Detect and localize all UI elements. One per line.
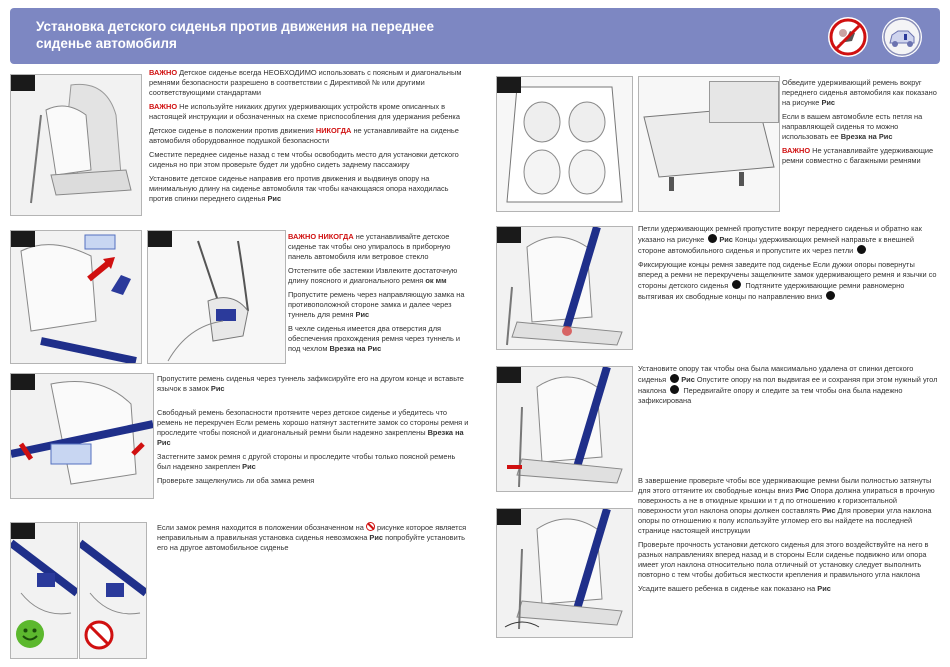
figure-ref: Врезка на Рис [329,344,382,353]
figure-step-6 [496,226,633,350]
inset-loop [709,81,779,123]
paragraph: Опора должна упираться в прочную поверхн… [638,486,935,515]
incorrect-prohibited-icon [84,620,114,650]
figure-step-8 [496,508,633,638]
step-marker-icon [708,234,718,243]
step-marker-icon [670,385,680,394]
figure-ref: Врезка на Рис [840,132,893,141]
step-marker-icon [857,245,867,254]
header-banner: Установка детского сиденья против движен… [10,8,940,64]
step-2b-tab [148,231,172,247]
step-4-text: Если замок ремня находится в положении о… [157,522,470,557]
warning-label: ВАЖНО [149,68,178,77]
title-line-1: Установка детского сиденья против движен… [36,19,434,34]
warning-label: ВАЖНО [288,232,317,241]
step-5-tab [497,77,521,93]
step-3-tab [11,374,35,390]
step-8-text: В завершение проверьте чтобы все удержив… [638,476,940,598]
figure-ref: Рис [795,486,809,495]
figure-step-5a [496,76,633,212]
paragraph: Застегните замок ремня с другой стороны … [157,452,456,471]
paragraph: Опустите опору на пол выдвигая ее и сохр… [638,375,938,395]
step-1-text: ВАЖНО Детское сиденье всегда НЕОБХОДИМО … [149,68,469,208]
paragraph: не устанавливайте на сиденье автомобиля … [149,126,459,145]
paragraph: Передвигайте опору и следите за тем чтоб… [638,386,903,405]
step-8-tab [497,509,521,525]
step-marker-icon [732,280,742,289]
step-3-text: Пропустите ремень сиденья через туннель … [157,374,470,490]
step-7-text: Установите опору так чтобы она была макс… [638,364,940,410]
figure-ref: Врезка на Рис [157,428,464,447]
figure-step-2a [10,230,142,364]
paragraph: попробуйте установить его на другое авто… [157,533,465,552]
step-1-tab [11,75,35,91]
paragraph: Установите детское сиденье направив его … [149,174,449,203]
figure-step-2b [147,230,286,364]
figure-step-3 [10,373,154,499]
paragraph: Подтяните удерживающие ремни равномерно … [638,281,905,301]
correct-smiley-icon [16,620,44,648]
step-5-text: Обведите удерживающий ремень вокруг пере… [782,78,940,170]
car-seat-icon [882,17,922,57]
no-airbag-icon [828,17,868,57]
step-2-text: ВАЖНО НИКОГДА не устанавливайте детское … [288,232,470,358]
paragraph: Обведите удерживающий ремень вокруг пере… [782,78,937,107]
figure-ref: Рис [719,235,733,244]
step-marker-icon [670,374,680,383]
warning-label: ВАЖНО [149,102,178,111]
paragraph: Если замок ремня находится в положении о… [157,523,364,532]
figure-ref: Рис [210,384,225,393]
figure-step-1 [10,74,142,216]
figure-ref: Рис [681,375,695,384]
paragraph: Детское сиденье всегда НЕОБХОДИМО исполь… [149,68,462,97]
page-title: Установка детского сиденья против движен… [36,18,596,52]
figure-ref: Рис [817,584,831,593]
warning-label: НИКОГДА [318,232,354,241]
figure-ref: Рис [369,533,383,542]
figure-ref: Рис [267,194,282,203]
paragraph: Петли удерживающих ремней пропустите вок… [638,224,922,244]
title-line-2: сиденье автомобиля [36,36,177,51]
paragraph: не устанавливайте детское сиденье так чт… [288,232,451,261]
paragraph: Отстегните обе застежки Извлеките достат… [288,266,458,285]
paragraph: Концы удерживающих ремней направьте к вн… [638,235,914,255]
paragraph: В чехле сиденья имеется два отверстия дл… [288,324,461,353]
step-2a-tab [11,231,35,247]
step-4-tab [11,523,35,539]
paragraph: Проверьте прочность установки детского с… [638,540,929,579]
figure-step-4-correct [10,522,78,659]
step-marker-icon [826,291,836,300]
paragraph: рисунке которое является неправильным а … [157,523,467,542]
paragraph: Не используйте никаких других удерживающ… [149,102,460,121]
paragraph: Сместите переднее сиденье назад с тем чт… [149,150,459,169]
paragraph: Проверьте защелкнулись ли оба замка ремн… [157,476,315,485]
step-6-tab [497,227,521,243]
figure-ref: Рис [821,506,836,515]
unit-label: мм [435,276,447,285]
paragraph: Не устанавливайте удерживающие ремни сов… [782,146,934,165]
figure-ref: Рис [821,98,836,107]
figure-step-7 [496,366,633,492]
paragraph: Детское сиденье в положении против движе… [149,126,314,135]
prohibited-icon [365,522,375,531]
step-7-tab [497,367,521,383]
step-6-text: Петли удерживающих ремней пропустите вок… [638,224,940,306]
warning-label: ВАЖНО [782,146,811,155]
paragraph: Пропустите ремень сиденья через туннель … [157,374,464,393]
paragraph: Установите опору так чтобы она была макс… [638,364,914,384]
figure-step-5b [638,76,780,212]
paragraph: В завершение проверьте чтобы все удержив… [638,476,932,495]
paragraph: Свободный ремень безопасности протяните … [157,408,469,437]
paragraph: Пропустите ремень через направляющую зам… [288,290,465,319]
figure-ref: Рис [242,462,256,471]
paragraph: Усадите вашего ребенка в сиденье как пок… [638,584,816,593]
warning-label: НИКОГДА [315,126,352,135]
paragraph: Фиксирующие концы ремня заведите под сид… [638,260,937,290]
paragraph: Для проверки угла наклона опоры по отнош… [638,506,932,535]
figure-ref: Рис [355,310,370,319]
paragraph: Если в вашем автомобиле есть петля на на… [782,112,923,141]
value-label: ок [425,276,434,285]
